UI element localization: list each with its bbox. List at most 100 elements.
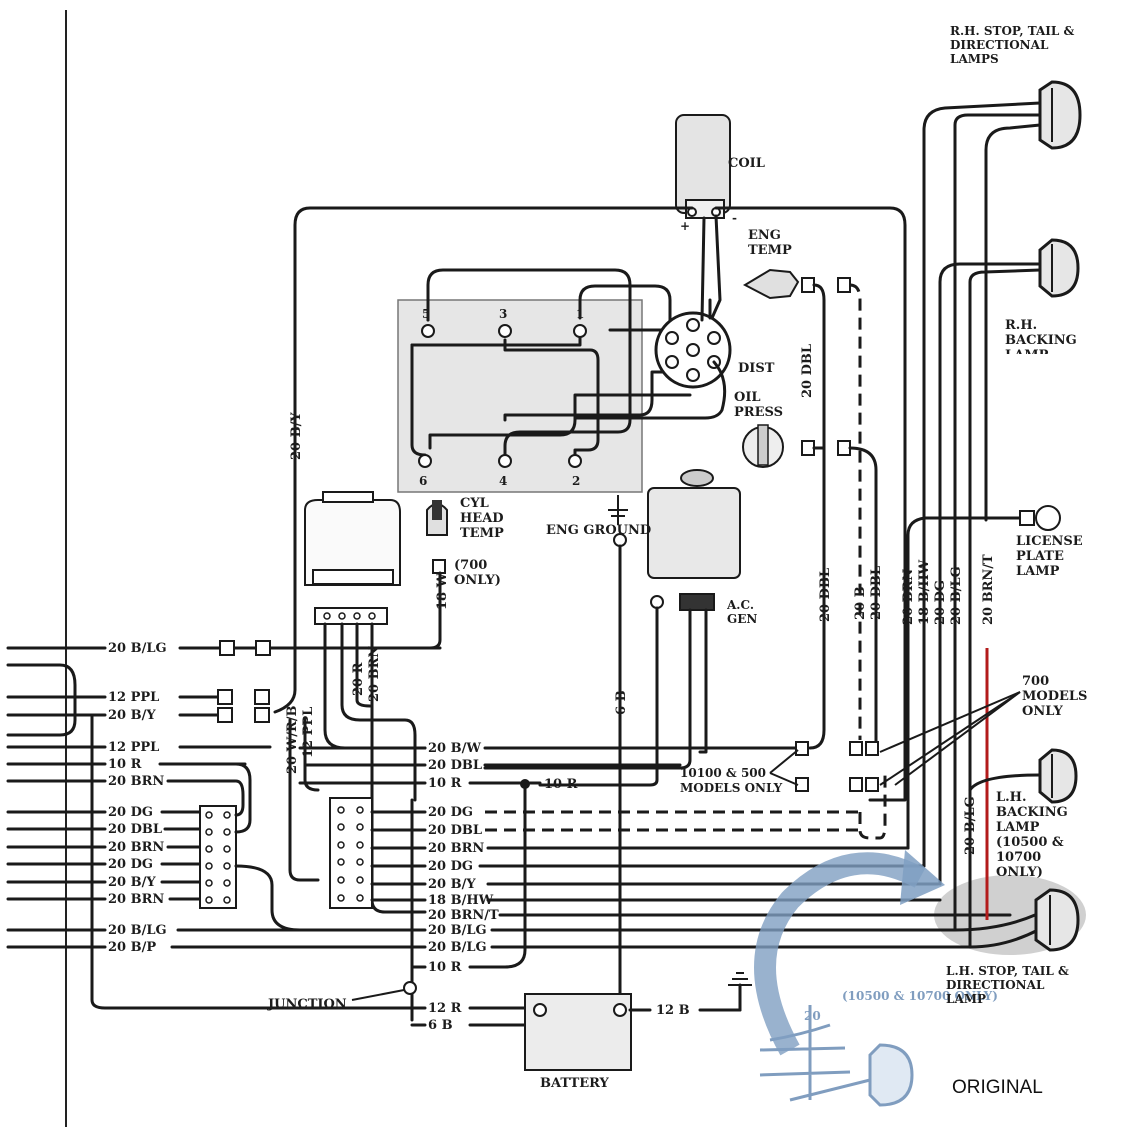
label-ac-gen: A.C. GEN xyxy=(727,598,757,626)
center-wire-group xyxy=(298,746,1012,969)
ac-generator xyxy=(483,469,741,787)
plug-terminals xyxy=(418,324,587,468)
svg-text:+: + xyxy=(680,219,690,233)
svg-text:20 B/Y: 20 B/Y xyxy=(108,875,156,890)
ten-r-junction-dot xyxy=(520,779,530,789)
svg-text:20 B/LG: 20 B/LG xyxy=(963,796,978,855)
left-wire-labels: 20 B/LG 12 PPL 20 B/Y 12 PPL 10 R 20 BRN… xyxy=(108,641,167,955)
eighteen-w-wire xyxy=(428,571,442,650)
svg-text:20 B/LG: 20 B/LG xyxy=(108,641,167,656)
svg-text:20 B/LG: 20 B/LG xyxy=(108,923,167,938)
main-feed-wire xyxy=(90,713,414,1010)
vertical-wire-labels: 20 B/Y 18 W 20 R 20 BRN 20 W/R/B 12 PPL … xyxy=(285,344,996,855)
svg-text:20 BRN: 20 BRN xyxy=(367,646,382,702)
svg-text:12 PPL: 12 PPL xyxy=(108,690,159,705)
rh-stop-lamp xyxy=(1038,80,1082,150)
svg-text:12 PPL: 12 PPL xyxy=(301,707,316,758)
svg-text:20 DBL: 20 DBL xyxy=(108,822,162,837)
lh-stop-lamp xyxy=(1034,888,1080,952)
left-harness-loop xyxy=(6,663,77,737)
svg-text:20 B: 20 B xyxy=(853,586,868,620)
svg-text:20 B/P: 20 B/P xyxy=(108,940,156,955)
svg-text:10 R: 10 R xyxy=(428,960,462,975)
label-original: ORIGINAL xyxy=(952,1077,1043,1098)
label-coil: COIL xyxy=(728,156,765,171)
plug-numbers: 5 3 1 6 4 2 xyxy=(419,307,584,488)
inset-original-detail: (10500 & 10700 ONLY) 20 xyxy=(759,989,998,1107)
svg-text:20 DG: 20 DG xyxy=(428,859,473,874)
oil-press-sender xyxy=(742,424,851,468)
svg-text:20 B/LG: 20 B/LG xyxy=(949,566,964,625)
label-dist: DIST xyxy=(738,361,775,376)
label-license: LICENSE PLATE LAMP xyxy=(1016,534,1083,579)
label-eng-temp-fo: ENG TEMP xyxy=(748,228,792,258)
svg-text:1: 1 xyxy=(576,307,584,321)
label-eng-ground: ENG GROUND xyxy=(546,523,651,538)
dbl-wire-1 xyxy=(808,283,826,750)
svg-text:20 B/LG: 20 B/LG xyxy=(428,923,487,938)
label-oil-press: OIL PRESS xyxy=(734,390,783,420)
right-vertical-bundle xyxy=(906,101,1042,949)
svg-text:10 R: 10 R xyxy=(544,777,578,792)
svg-text:20 DBL: 20 DBL xyxy=(869,566,884,620)
svg-text:20 BRN: 20 BRN xyxy=(108,892,164,907)
svg-text:20 DG: 20 DG xyxy=(108,805,153,820)
voltage-regulator xyxy=(304,491,401,625)
svg-text:20 BRN/T: 20 BRN/T xyxy=(428,908,499,923)
left-junction-block xyxy=(199,762,302,932)
right-connectors xyxy=(795,741,879,792)
label-battery: BATTERY xyxy=(540,1076,610,1091)
dbl-wire-2 xyxy=(848,446,878,747)
svg-text:12 PPL: 12 PPL xyxy=(108,740,159,755)
svg-text:20 DBL: 20 DBL xyxy=(818,568,833,622)
svg-text:20 B/Y: 20 B/Y xyxy=(289,412,304,460)
svg-text:6 B: 6 B xyxy=(428,1018,453,1033)
svg-text:20 DBL: 20 DBL xyxy=(800,344,815,398)
svg-text:20 BRN: 20 BRN xyxy=(108,840,164,855)
lh-stop-wire xyxy=(953,913,1037,932)
coil-feed-wire xyxy=(273,206,694,714)
distributor xyxy=(573,298,732,420)
svg-text:12 B: 12 B xyxy=(656,1003,690,1018)
models-10100-arrows xyxy=(769,749,799,786)
svg-text:20 DG: 20 DG xyxy=(108,857,153,872)
dashed-wire-1 xyxy=(849,283,862,740)
svg-text:20 B/W: 20 B/W xyxy=(428,741,481,756)
label-700-only: (700 ONLY) xyxy=(454,558,501,588)
svg-text:(10500 & 10700 ONLY): (10500 & 10700 ONLY) xyxy=(842,989,998,1003)
lh-backing-wire xyxy=(968,773,1042,792)
svg-text:10 R: 10 R xyxy=(108,757,142,772)
arrow-head xyxy=(900,850,945,905)
svg-text:20 BRN: 20 BRN xyxy=(108,774,164,789)
svg-text:20 B/Y: 20 B/Y xyxy=(428,877,476,892)
seven-hundred-arrows xyxy=(879,691,1021,786)
ignition-coil xyxy=(675,114,731,322)
svg-text:20 B/Y: 20 B/Y xyxy=(108,708,156,723)
svg-text:12 R: 12 R xyxy=(428,1001,462,1016)
svg-text:3: 3 xyxy=(499,307,507,321)
svg-text:20 BRN/T: 20 BRN/T xyxy=(981,554,996,625)
eng-temp-sender xyxy=(742,268,851,300)
svg-text:18 B/HW: 18 B/HW xyxy=(917,559,932,625)
lh-stop-wire-2 xyxy=(968,928,1040,949)
label-cyl-head-temp: CYL HEAD TEMP xyxy=(460,496,504,541)
label-lh-backing: L.H. BACKING LAMP (10500 & 10700 ONLY) xyxy=(996,790,1068,880)
svg-text:20 DG: 20 DG xyxy=(428,805,473,820)
svg-text:10 R: 10 R xyxy=(428,776,462,791)
battery xyxy=(524,972,752,1071)
svg-text:20 DBL: 20 DBL xyxy=(428,758,482,773)
svg-text:4: 4 xyxy=(499,474,507,488)
svg-text:20 B/LG: 20 B/LG xyxy=(428,940,487,955)
svg-text:-: - xyxy=(732,211,737,225)
svg-text:20 DG: 20 DG xyxy=(933,580,948,625)
lh-backing-lamp xyxy=(1038,748,1078,804)
label-lh-stop: L.H. STOP, TAIL & DIRECTIONAL LAMP xyxy=(946,964,1069,1006)
dashed-loop xyxy=(858,770,887,840)
junction xyxy=(351,798,537,1027)
seven-hundred-terminal xyxy=(432,559,446,574)
svg-text:6 B: 6 B xyxy=(614,690,629,715)
center-wire-labels: 20 B/W 20 DBL 10 R 20 DG 20 DBL 20 BRN 2… xyxy=(428,741,690,1033)
svg-text:20: 20 xyxy=(804,1009,821,1023)
